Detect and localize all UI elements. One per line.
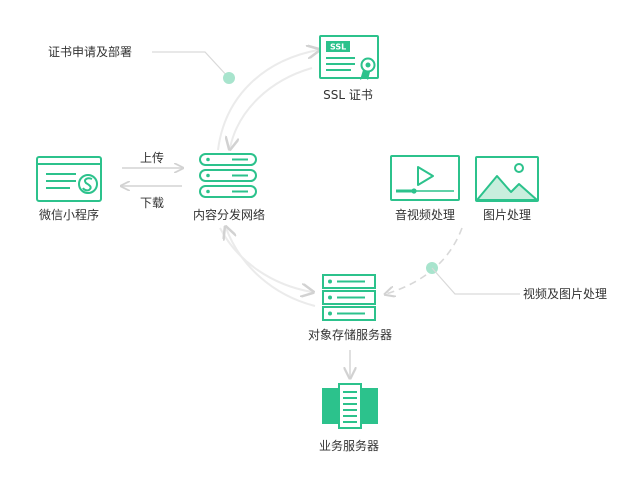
object-storage-label: 对象存储服务器 [307,328,393,342]
mini-program-icon [36,156,102,202]
mini-program-label: 微信小程序 [38,208,100,222]
cert-deploy-marker [223,72,235,84]
processing-leader-line [431,267,520,295]
cert-deploy-annotation: 证书申请及部署 [48,45,133,59]
cert-deploy-leader-line [152,51,230,79]
ssl-icon-text: SSL [330,43,346,52]
image-processing-label: 图片处理 [482,208,532,222]
server-stack-icon [198,152,258,199]
ssl-certificate-icon: SSL [319,35,381,81]
video-image-processing-annotation: 视频及图片处理 [523,287,608,301]
cdn-to-ssl-arc [217,50,318,151]
storage-server-icon [321,273,377,323]
audio-video-processing-label: 音视频处理 [394,208,456,222]
cdn-label: 内容分发网络 [192,208,266,222]
business-server-label: 业务服务器 [318,439,380,453]
image-icon [475,156,539,202]
processing-to-storage-dashed [386,227,463,294]
business-server-icon [322,383,378,429]
download-label: 下载 [140,196,165,210]
ssl-to-cdn-arc [230,67,313,148]
ssl-certificate-label: SSL 证书 [323,88,373,102]
storage-to-cdn-arc [226,228,316,307]
video-player-icon [390,155,460,201]
upload-label: 上传 [140,151,165,165]
